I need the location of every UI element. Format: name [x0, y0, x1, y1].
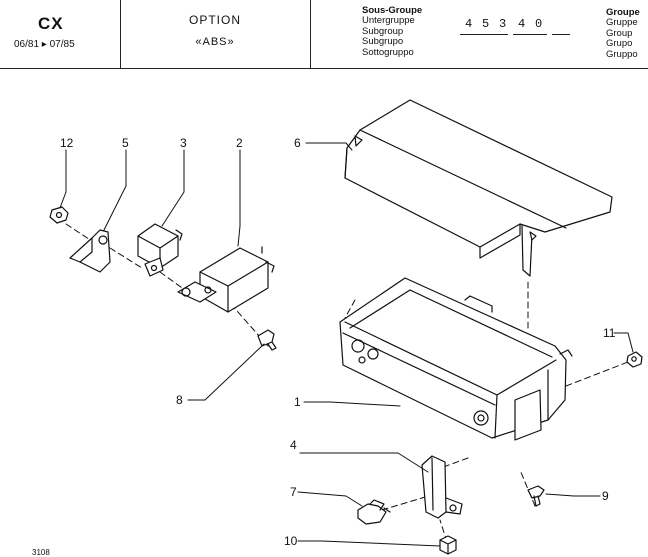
subgroup-label: Sous-Groupe	[362, 5, 423, 16]
subgroup-label: Untergruppe	[362, 15, 415, 27]
callout-labels: 12 5 3 2 6 8 11 1 4 7 9 10	[60, 136, 616, 548]
mounting-bracket	[421, 455, 463, 519]
callout-label: 7	[290, 485, 297, 499]
group-label: Grupo	[606, 38, 633, 50]
relay-module	[177, 246, 275, 313]
nut-12	[49, 206, 69, 224]
nut-10	[439, 535, 457, 555]
exploded-parts-diagram: 12 5 3 2 6 8 11 1 4 7 9 10	[49, 99, 643, 555]
subgroup-label: Subgroup	[362, 25, 404, 37]
bolt-7	[357, 499, 391, 525]
subgroup-label: Subgrupo	[362, 36, 404, 48]
group-label: Groupe	[606, 7, 640, 18]
group-label: Gruppe	[606, 17, 638, 29]
subgroup-label: Sottogruppo	[362, 46, 414, 58]
option-title: OPTION	[188, 13, 241, 27]
callout-label: 3	[180, 136, 187, 150]
nut-11	[626, 351, 643, 368]
title-divider	[120, 0, 121, 68]
subgroup-code-digit: 4	[465, 17, 473, 31]
callout-label: 9	[602, 489, 609, 503]
callout-label: 8	[176, 393, 183, 407]
relay-bracket	[69, 229, 111, 273]
subgroup-code-digit: 5	[482, 17, 490, 31]
subgroup-code-digit: 3	[499, 17, 507, 31]
title-block: CX 06/81 ▸ 07/85 OPTION «ABS» Sous-Group…	[0, 0, 648, 68]
title-divider	[310, 0, 311, 68]
subgroup-labels: Sous-Groupe Untergruppe Subgroup Subgrup…	[362, 5, 423, 58]
cover-part	[344, 99, 613, 277]
leader-lines	[59, 142, 634, 547]
page-reference: 3108	[32, 548, 50, 557]
screw-8	[257, 329, 277, 351]
callout-label: 12	[60, 136, 74, 150]
group-label: Group	[606, 27, 633, 39]
callout-label: 6	[294, 136, 301, 150]
callout-label: 5	[122, 136, 129, 150]
header-rule	[0, 68, 648, 69]
model-name: CX	[38, 14, 64, 33]
callout-label: 10	[284, 534, 298, 548]
subgroup-code-underline	[552, 34, 570, 35]
subgroup-code-underline	[460, 34, 508, 35]
group-labels: Groupe Gruppe Group Grupo Gruppo	[606, 7, 640, 60]
callout-label: 2	[236, 136, 243, 150]
screw-9	[527, 485, 545, 507]
subgroup-code-underline	[513, 34, 547, 35]
abs-control-unit	[339, 277, 573, 441]
callout-label: 4	[290, 438, 297, 452]
subgroup-code-digit: 0	[535, 17, 543, 31]
option-subtitle: «ABS»	[195, 36, 235, 48]
production-date-range: 06/81 ▸ 07/85	[14, 39, 75, 50]
auxiliary-relay	[137, 223, 183, 277]
callout-label: 1	[294, 395, 301, 409]
group-label: Gruppo	[606, 48, 638, 60]
callout-label: 11	[603, 326, 616, 340]
subgroup-code-digit: 4	[518, 17, 526, 31]
